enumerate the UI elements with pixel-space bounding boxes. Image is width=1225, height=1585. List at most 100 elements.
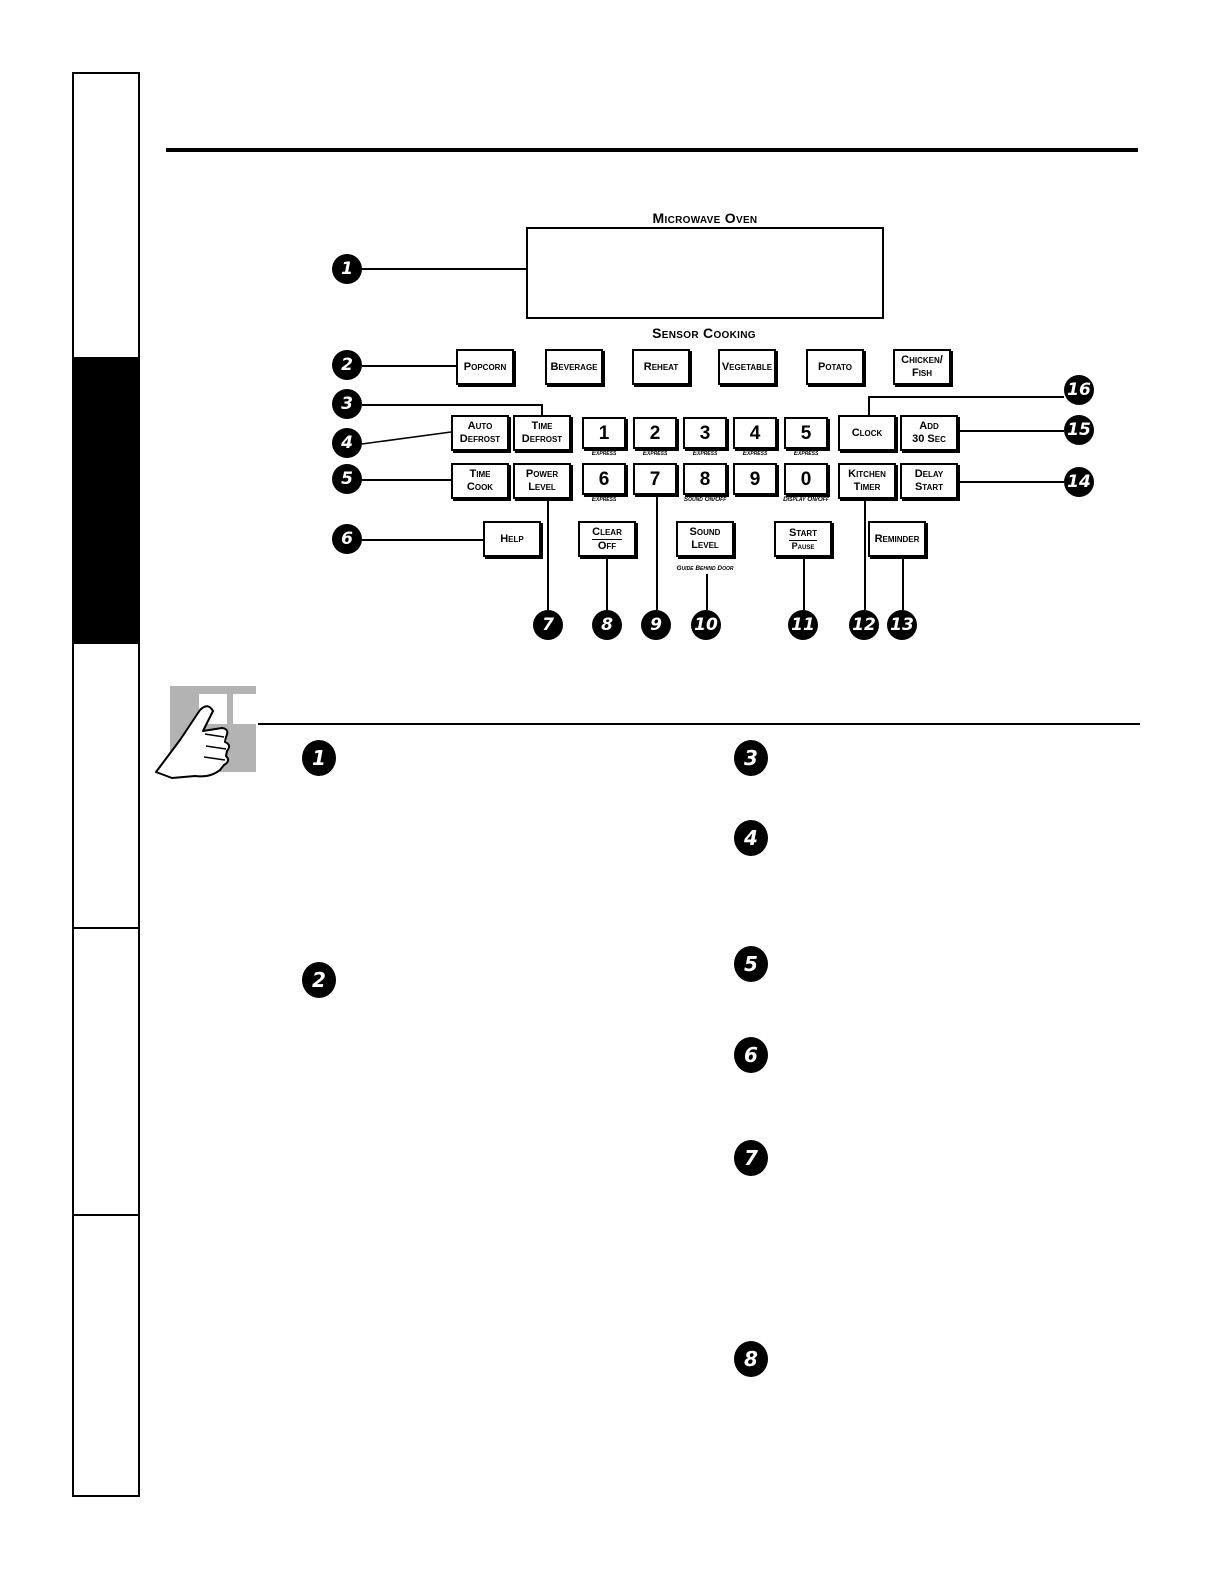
- display-onoff-sublabel: Display On/Off: [783, 496, 829, 503]
- power-level-label-1: Power: [525, 468, 559, 480]
- beverage-label: Beverage: [550, 360, 598, 373]
- time-cook-label-1: Time: [469, 468, 491, 480]
- number-key-9[interactable]: 9: [733, 463, 777, 495]
- popcorn-button[interactable]: Popcorn: [456, 349, 514, 385]
- sound-onoff-sublabel: Sound On/Off: [683, 496, 727, 503]
- auto-defrost-label-2: Defrost: [459, 433, 501, 445]
- callout-13: 13: [887, 610, 917, 640]
- callout-11: 11: [788, 610, 818, 640]
- time-defrost-label-2: Defrost: [521, 433, 563, 445]
- number-key-6[interactable]: 6: [582, 463, 626, 495]
- side-tab-3[interactable]: [72, 642, 140, 929]
- connector-11: [803, 557, 805, 610]
- connector-15: [958, 430, 1064, 432]
- callout-5: 5: [332, 464, 362, 494]
- chicken-label: Chicken/: [901, 354, 943, 366]
- number-key-7[interactable]: 7: [633, 463, 677, 495]
- side-tab-2-active[interactable]: [72, 357, 140, 644]
- connector-8: [606, 557, 608, 610]
- connector-3-drop: [541, 404, 543, 415]
- side-tab-5[interactable]: [72, 1214, 140, 1497]
- fish-label: Fish: [911, 367, 933, 379]
- reminder-label: Reminder: [874, 532, 920, 545]
- express-sublabel-2: Express: [642, 450, 668, 457]
- number-key-3[interactable]: 3: [683, 417, 727, 449]
- connector-9: [656, 495, 658, 610]
- callout-3: 3: [332, 389, 362, 419]
- callout-8: 8: [592, 610, 622, 640]
- callout-14: 14: [1064, 467, 1094, 497]
- callout-4: 4: [332, 428, 362, 458]
- beverage-button[interactable]: Beverage: [545, 349, 603, 385]
- timer-label: Timer: [853, 481, 881, 493]
- connector-5: [362, 479, 451, 481]
- express-sublabel-3: Express: [692, 450, 718, 457]
- time-defrost-label-1: Time: [531, 420, 553, 432]
- side-tab-4[interactable]: [72, 927, 140, 1216]
- 30-sec-label: 30 Sec: [912, 433, 946, 445]
- connector-10: [706, 574, 708, 610]
- clock-button[interactable]: Clock: [838, 415, 896, 451]
- connector-16-drop: [868, 396, 870, 415]
- callout-7: 7: [533, 610, 563, 640]
- vegetable-button[interactable]: Vegetable: [718, 349, 776, 385]
- level-label: Level: [691, 539, 719, 551]
- feature-callout-1: 1: [302, 740, 336, 776]
- start-pause-label-1: Start: [788, 526, 818, 541]
- panel-title: Microwave Oven: [652, 210, 758, 226]
- connector-12: [864, 499, 866, 610]
- express-sublabel-1: Express: [591, 450, 617, 457]
- connector-6: [362, 539, 483, 541]
- help-button[interactable]: Help: [483, 521, 541, 557]
- auto-defrost-label-1: Auto: [467, 420, 493, 432]
- connector-4: [361, 431, 452, 445]
- reminder-button[interactable]: Reminder: [868, 521, 926, 557]
- number-key-5[interactable]: 5: [784, 417, 828, 449]
- feature-callout-4: 4: [734, 820, 768, 856]
- connector-16: [868, 396, 1064, 398]
- vegetable-label: Vegetable: [721, 360, 773, 373]
- chicken-fish-button[interactable]: Chicken/Fish: [893, 349, 951, 385]
- side-tab-1[interactable]: [72, 72, 140, 359]
- guide-behind-door-label: Guide Behind Door: [676, 565, 734, 572]
- feature-callout-6: 6: [734, 1037, 768, 1073]
- callout-2: 2: [332, 350, 362, 380]
- feature-callout-2: 2: [302, 962, 336, 998]
- callout-1: 1: [332, 254, 362, 284]
- display-window: [526, 227, 884, 319]
- express-sublabel-6: Express: [591, 496, 617, 503]
- number-key-1[interactable]: 1: [582, 417, 626, 449]
- connector-13: [902, 557, 904, 610]
- feature-callout-5: 5: [734, 946, 768, 982]
- callout-15: 15: [1064, 415, 1094, 445]
- feature-callout-8: 8: [734, 1341, 768, 1377]
- reheat-label: Reheat: [643, 360, 679, 373]
- off-label: Off: [597, 539, 617, 552]
- sensor-cooking-label: Sensor Cooking: [652, 325, 756, 341]
- number-key-4[interactable]: 4: [733, 417, 777, 449]
- connector-3: [362, 404, 542, 406]
- connector-2: [362, 365, 456, 367]
- time-cook-label-2: Cook: [466, 481, 494, 493]
- number-key-2[interactable]: 2: [633, 417, 677, 449]
- callout-16: 16: [1064, 375, 1094, 405]
- express-sublabel-5: Express: [793, 450, 819, 457]
- top-rule: [166, 148, 1138, 152]
- number-key-0[interactable]: 0: [784, 463, 828, 495]
- potato-button[interactable]: Potato: [806, 349, 864, 385]
- popcorn-label: Popcorn: [463, 360, 507, 373]
- callout-6: 6: [332, 524, 362, 554]
- number-key-8[interactable]: 8: [683, 463, 727, 495]
- reheat-button[interactable]: Reheat: [632, 349, 690, 385]
- help-label: Help: [500, 532, 524, 545]
